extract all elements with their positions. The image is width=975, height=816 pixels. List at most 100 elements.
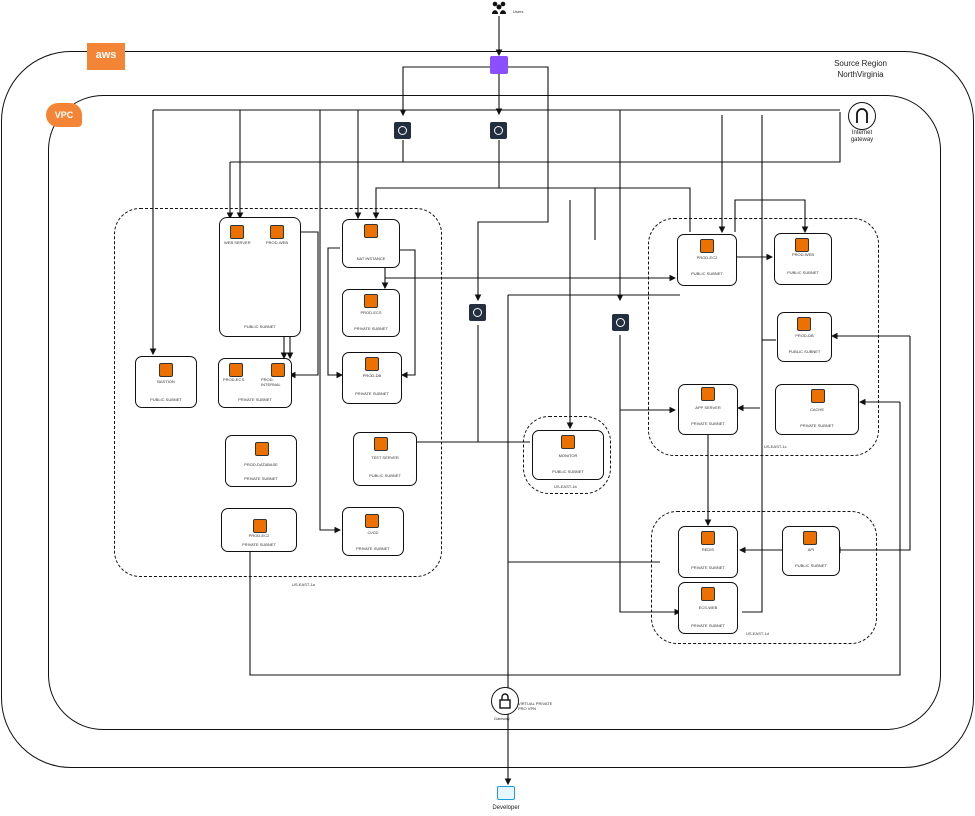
ec2-instance-icon[interactable] bbox=[230, 225, 244, 239]
node-label: TEST SERVER bbox=[371, 455, 399, 460]
vpc-cloud-icon: VPC bbox=[46, 103, 82, 127]
route-table-icon[interactable] bbox=[490, 122, 507, 139]
availability-zone-left bbox=[114, 208, 442, 577]
subnet-label: PRIVATE SUBNET bbox=[355, 391, 389, 396]
subnet-label: PUBLIC SUBNET bbox=[552, 469, 584, 474]
node-prod-ec2[interactable]: PROD-EC2 PRIVATE SUBNET bbox=[221, 508, 297, 552]
ec2-instance-icon bbox=[271, 363, 285, 377]
node-ecs-web[interactable]: ECS-WEB PRIVATE SUBNET bbox=[678, 582, 738, 634]
internet-gateway-label-line2: gateway bbox=[850, 137, 874, 143]
region-label: Source Region NorthVirginia bbox=[834, 58, 887, 80]
ec2-instance-icon bbox=[374, 437, 388, 451]
node-label: PROD-INTERNAL bbox=[261, 377, 281, 387]
subnet-label: PUBLIC SUBNET bbox=[369, 473, 401, 478]
users-icon bbox=[492, 1, 506, 14]
node-prod-ec2-right[interactable]: PROD-EC2 PUBLIC SUBNET bbox=[677, 234, 737, 286]
vpn-label: VIRTUAL PRIVATE PRO VPN bbox=[518, 701, 552, 711]
node-api[interactable]: API PUBLIC SUBNET bbox=[782, 526, 840, 576]
node-label: PROD-DB bbox=[362, 373, 382, 378]
region-label-line1: Source Region bbox=[834, 59, 887, 68]
ec2-instance-icon bbox=[797, 317, 811, 331]
subnet-label: PUBLIC SUBNET bbox=[787, 270, 819, 275]
developer-label: Developer bbox=[492, 805, 520, 811]
ec2-instance-icon bbox=[803, 531, 817, 545]
aws-logo: aws bbox=[87, 43, 125, 70]
ec2-instance-icon bbox=[253, 519, 267, 533]
node-label: PROD-DATABASE bbox=[244, 462, 278, 467]
node-prod-db-right[interactable]: PROD-DB PUBLIC SUBNET bbox=[777, 312, 832, 362]
node-label: REDIS bbox=[701, 547, 715, 552]
subnet-label: PRIVATE SUBNET bbox=[244, 476, 278, 481]
node-monitor[interactable]: MONITOR PUBLIC SUBNET bbox=[532, 430, 604, 480]
vpn-sub-label: Gateway bbox=[494, 716, 510, 721]
ec2-instance-icon[interactable] bbox=[270, 225, 284, 239]
region-label-line2: NorthVirginia bbox=[837, 70, 884, 79]
node-label: PROD-EC2 bbox=[248, 533, 270, 538]
route-table-icon[interactable] bbox=[612, 314, 629, 331]
internet-gateway-label-line1: Internet bbox=[851, 130, 873, 136]
subnet-label: PRIVATE SUBNET bbox=[691, 623, 725, 628]
route-table-icon[interactable] bbox=[394, 122, 411, 139]
subnet-label: PRIVATE SUBNET bbox=[242, 542, 276, 547]
node-bastion[interactable]: BASTION PUBLIC SUBNET bbox=[135, 356, 197, 408]
node-app-server[interactable]: APP SERVER PRIVATE SUBNET bbox=[678, 384, 738, 435]
node-prod-database[interactable]: PROD-DATABASE PRIVATE SUBNET bbox=[225, 435, 297, 487]
ec2-instance-icon bbox=[701, 387, 715, 401]
subnet-label: PRIVATE SUBNET bbox=[800, 423, 834, 428]
internet-gateway-icon[interactable] bbox=[848, 102, 876, 130]
vpn-label-line2: PRO VPN bbox=[518, 706, 537, 711]
node-label: BASTION bbox=[157, 379, 175, 384]
ec2-instance-icon bbox=[255, 442, 269, 456]
availability-zone-right-top bbox=[648, 218, 879, 456]
vpc-boundary bbox=[48, 95, 941, 730]
node-prod-ecs[interactable]: PROD-ECS PRIVATE SUBNET bbox=[342, 289, 400, 337]
zone-label-left: US-EAST-1a bbox=[292, 582, 315, 587]
node-label: ECS-WEB bbox=[698, 605, 718, 610]
node-label: PROD-WEB bbox=[792, 252, 814, 257]
node-test-server[interactable]: TEST SERVER PUBLIC SUBNET bbox=[353, 432, 417, 486]
node-label: PROD-WEB bbox=[266, 240, 288, 245]
node-prod-web-right[interactable]: PROD-WEB PUBLIC SUBNET bbox=[774, 233, 832, 285]
node-label: NAT INSTANCE bbox=[356, 256, 386, 261]
zone-label-middle: US-EAST-1b bbox=[554, 484, 577, 489]
subnet-label: PRIVATE SUBNET bbox=[691, 421, 725, 426]
ec2-instance-icon bbox=[365, 357, 379, 371]
subnet-label: PRIVATE SUBNET bbox=[238, 397, 272, 402]
availability-zone-right-bottom bbox=[651, 511, 877, 644]
node-redis[interactable]: REDIS PRIVATE SUBNET bbox=[678, 526, 738, 578]
ec2-instance-icon bbox=[561, 435, 575, 449]
ec2-instance-icon bbox=[229, 363, 243, 377]
ec2-instance-icon bbox=[364, 294, 378, 308]
subnet-label: PUBLIC SUBNET bbox=[788, 349, 821, 354]
node-prod-db[interactable]: PROD-DB PRIVATE SUBNET bbox=[342, 352, 402, 404]
availability-zone-middle bbox=[523, 416, 611, 494]
ec2-instance-icon bbox=[811, 389, 825, 403]
node-label: CI/CD bbox=[367, 530, 379, 535]
node-label: PROD-EC2 bbox=[696, 255, 718, 260]
ec2-instance-icon bbox=[159, 363, 173, 377]
node-label: PROD-DB bbox=[795, 333, 814, 338]
public-subnet-label: PUBLIC SUBNET bbox=[244, 324, 276, 329]
node-cache[interactable]: CACHE PRIVATE SUBNET bbox=[775, 384, 859, 435]
vpn-label-line1: VIRTUAL PRIVATE bbox=[518, 701, 553, 706]
subnet-label: PUBLIC SUBNET bbox=[150, 397, 182, 402]
node-label: CACHE bbox=[809, 407, 824, 412]
source-region-boundary bbox=[1, 51, 974, 768]
ec2-instance-icon bbox=[701, 587, 715, 601]
internet-gateway-label: Internet gateway bbox=[836, 130, 888, 144]
ec2-instance-icon bbox=[365, 514, 379, 528]
subnet-label: PRIVATE SUBNET bbox=[354, 326, 388, 331]
node-label: PROD-ECS bbox=[223, 377, 245, 382]
node-label: PROD-ECS bbox=[360, 310, 382, 315]
route-table-icon[interactable] bbox=[469, 304, 486, 321]
vpn-lock-icon[interactable] bbox=[491, 687, 519, 715]
node-ci-cd[interactable]: CI/CD PRIVATE SUBNET bbox=[342, 507, 404, 556]
users-label: Users bbox=[513, 9, 524, 14]
router-icon[interactable] bbox=[490, 56, 508, 74]
developer-monitor-icon[interactable] bbox=[497, 786, 515, 800]
ec2-instance-icon bbox=[701, 531, 715, 545]
node-nat[interactable]: NAT INSTANCE bbox=[342, 219, 400, 268]
subnet-label: PUBLIC SUBNET bbox=[691, 271, 723, 276]
node-prod-internal[interactable]: PROD-ECS PROD-INTERNAL PRIVATE SUBNET bbox=[218, 358, 292, 408]
node-label: API bbox=[807, 547, 815, 552]
